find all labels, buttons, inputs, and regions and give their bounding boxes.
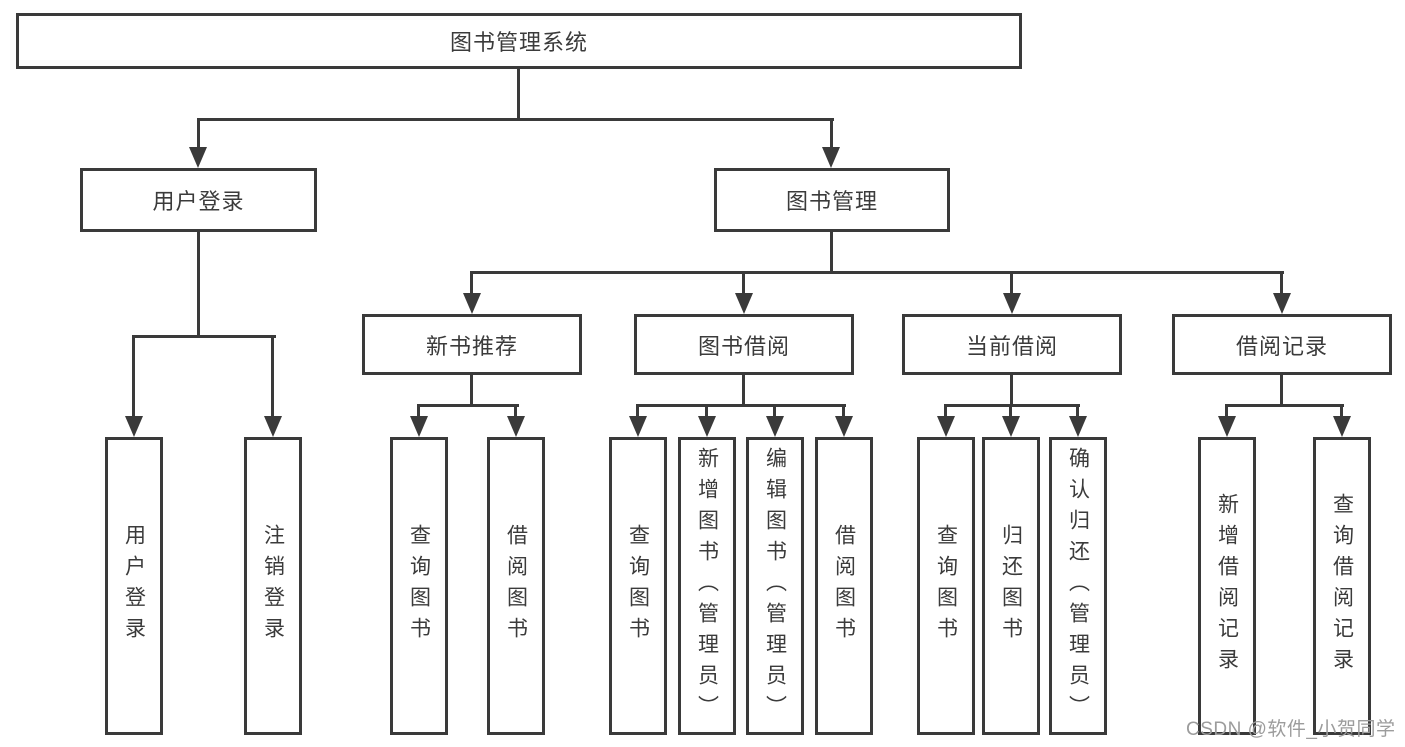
connector-vline (271, 335, 274, 419)
node-label: 借阅图书 (504, 524, 528, 648)
leaf-recommend-query-books: 查询图书 (390, 437, 448, 735)
connector-vline (944, 404, 947, 419)
connector-vline (742, 375, 745, 406)
arrow-down-icon (125, 416, 143, 437)
node-label: 注销登录 (261, 524, 285, 648)
arrow-down-icon (822, 147, 840, 168)
node-label: 图书管理 (785, 189, 878, 214)
leaf-return-books: 归还图书 (982, 437, 1040, 735)
connector-vline (1280, 271, 1283, 296)
leaf-logout: 注销登录 (244, 437, 302, 735)
connector-vline (1280, 375, 1283, 406)
node-label: 确认归还（管理员） (1066, 446, 1090, 726)
node-label: 查询图书 (407, 524, 431, 648)
leaf-query-borrow-record: 查询借阅记录 (1313, 437, 1371, 735)
node-label: 编辑图书（管理员） (763, 446, 787, 726)
arrow-down-icon (766, 416, 784, 437)
node-label: 借阅图书 (832, 524, 856, 648)
node-label: 图书管理系统 (449, 30, 588, 55)
node-label: 用户登录 (152, 189, 245, 214)
node-library-management-system: 图书管理系统 (16, 13, 1022, 69)
arrow-down-icon (507, 416, 525, 437)
node-label: 新书推荐 (425, 333, 518, 359)
leaf-recommend-borrow-books: 借阅图书 (487, 437, 545, 735)
arrow-down-icon (629, 416, 647, 437)
node-label: 用户登录 (122, 524, 146, 648)
connector-vline (1340, 404, 1343, 419)
connector-hline (1225, 404, 1344, 407)
node-label: 新增借阅记录 (1215, 493, 1239, 679)
connector-vline (773, 404, 776, 419)
node-label: 查询图书 (626, 524, 650, 648)
arrow-down-icon (463, 293, 481, 314)
node-book-borrowing: 图书借阅 (634, 314, 854, 375)
arrow-down-icon (410, 416, 428, 437)
arrow-down-icon (189, 147, 207, 168)
connector-vline (1010, 271, 1013, 296)
arrow-down-icon (1218, 416, 1236, 437)
connector-vline (470, 375, 473, 406)
leaf-add-borrow-record: 新增借阅记录 (1198, 437, 1256, 735)
arrow-down-icon (835, 416, 853, 437)
arrow-down-icon (264, 416, 282, 437)
leaf-borrowing-query-books: 查询图书 (609, 437, 667, 735)
connector-hline (944, 404, 1080, 407)
arrow-down-icon (698, 416, 716, 437)
node-label: 图书借阅 (697, 333, 790, 359)
leaf-borrow-books: 借阅图书 (815, 437, 873, 735)
connector-vline (514, 404, 517, 419)
connector-vline (1225, 404, 1228, 419)
connector-hline (470, 271, 1284, 274)
connector-vline (842, 404, 845, 419)
leaf-user-login: 用户登录 (105, 437, 163, 735)
arrow-down-icon (937, 416, 955, 437)
leaf-add-books-admin: 新增图书（管理员） (678, 437, 736, 735)
leaf-confirm-return-admin: 确认归还（管理员） (1049, 437, 1107, 735)
node-current-borrowing: 当前借阅 (902, 314, 1122, 375)
connector-vline (636, 404, 639, 419)
node-label: 当前借阅 (965, 333, 1058, 359)
arrow-down-icon (1002, 416, 1020, 437)
connector-hline (636, 404, 846, 407)
node-label: 新增图书（管理员） (695, 446, 719, 726)
connector-vline (1076, 404, 1079, 419)
connector-vline (470, 271, 473, 296)
arrow-down-icon (1003, 293, 1021, 314)
node-label: 查询借阅记录 (1330, 493, 1354, 679)
connector-hline (197, 118, 834, 121)
node-label: 归还图书 (999, 524, 1023, 648)
arrow-down-icon (1069, 416, 1087, 437)
connector-vline (417, 404, 420, 419)
connector-hline (132, 335, 276, 338)
connector-hline (417, 404, 519, 407)
connector-vline (132, 335, 135, 419)
connector-vline (1009, 404, 1012, 419)
node-book-management: 图书管理 (714, 168, 950, 232)
leaf-edit-books-admin: 编辑图书（管理员） (746, 437, 804, 735)
connector-vline (705, 404, 708, 419)
connector-vline (830, 118, 833, 150)
arrow-down-icon (735, 293, 753, 314)
connector-vline (197, 232, 200, 338)
leaf-current-query-books: 查询图书 (917, 437, 975, 735)
node-user-login: 用户登录 (80, 168, 317, 232)
connector-vline (517, 69, 520, 121)
node-label: 查询图书 (934, 524, 958, 648)
arrow-down-icon (1273, 293, 1291, 314)
node-borrowing-records: 借阅记录 (1172, 314, 1392, 375)
arrow-down-icon (1333, 416, 1351, 437)
connector-vline (742, 271, 745, 296)
connector-vline (1010, 375, 1013, 406)
node-label: 借阅记录 (1235, 333, 1328, 359)
node-new-book-recommendation: 新书推荐 (362, 314, 582, 375)
connector-vline (197, 118, 200, 150)
csdn-watermark: CSDN @软件_小贺同学 (1186, 719, 1396, 740)
connector-vline (830, 232, 833, 274)
